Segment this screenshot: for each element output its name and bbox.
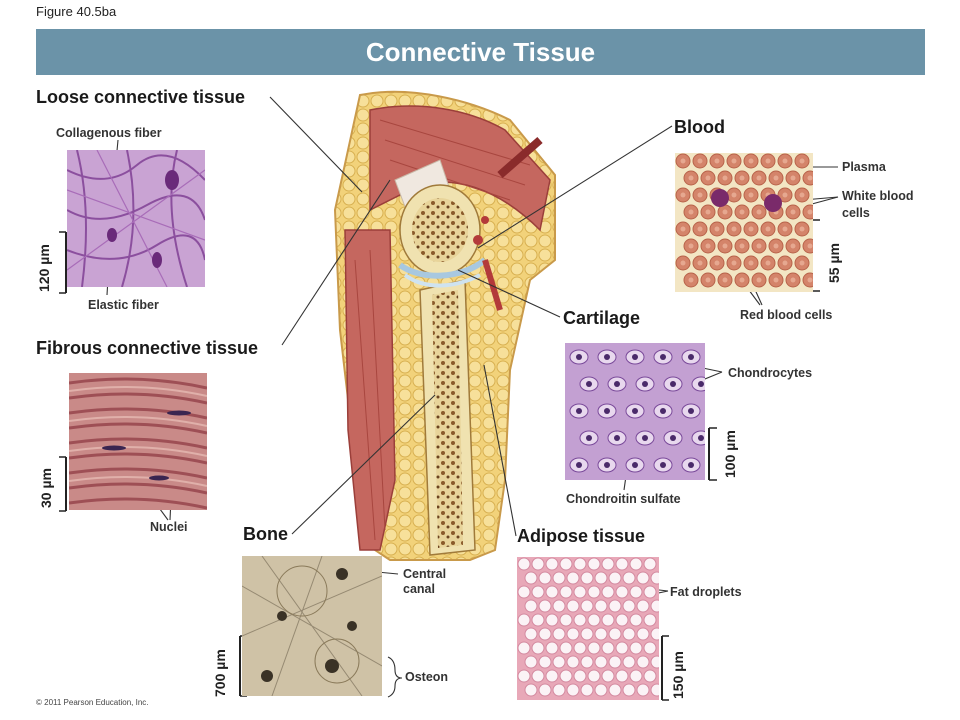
cartilage-scale-label: 100 µm: [722, 430, 738, 478]
central-canal-label: Central canal: [403, 567, 447, 596]
chondrocytes-label: Chondrocytes: [728, 366, 813, 380]
cartilage-micrograph: [565, 343, 705, 480]
nuclei-label: Nuclei: [150, 520, 188, 534]
adipose-scale-label: 150 µm: [670, 651, 686, 699]
elastic-fiber-label: Elastic fiber: [88, 298, 159, 312]
bone-micrograph: [242, 556, 382, 696]
loose-tissue-micrograph: [67, 150, 205, 287]
blood-title: Blood: [674, 117, 725, 137]
osteon-label: Osteon: [405, 670, 449, 684]
fibrous-tissue-micrograph: [69, 373, 207, 510]
fibrous-scale-label: 30 µm: [38, 468, 54, 508]
chondroitin-sulfate-label: Chondroitin sulfate: [566, 492, 681, 506]
loose-scale-label: 120 µm: [36, 244, 52, 292]
white-blood-cells-label: White blood cells: [842, 189, 914, 220]
adipose-title: Adipose tissue: [517, 526, 646, 546]
copyright: © 2011 Pearson Education, Inc.: [36, 698, 149, 707]
collagenous-fiber-label: Collagenous fiber: [56, 126, 162, 140]
red-blood-cells-label: Red blood cells: [740, 308, 833, 322]
title-bar: Connective Tissue: [36, 29, 925, 75]
cartilage-title: Cartilage: [563, 308, 641, 328]
adipose-micrograph: [517, 557, 659, 700]
bone-title: Bone: [243, 524, 288, 544]
blood-scale-label: 55 µm: [826, 243, 842, 283]
plasma-label: Plasma: [842, 160, 886, 174]
fibrous-tissue-title: Fibrous connective tissue: [36, 338, 259, 358]
blood-micrograph: [675, 153, 813, 292]
bone-scale-label: 700 µm: [212, 649, 228, 697]
page-title: Connective Tissue: [365, 36, 596, 67]
fat-droplets-label: Fat droplets: [670, 585, 742, 599]
knee-illustration: [333, 90, 556, 561]
loose-tissue-title: Loose connective tissue: [36, 87, 246, 107]
figure-label: Figure 40.5ba: [36, 4, 117, 19]
